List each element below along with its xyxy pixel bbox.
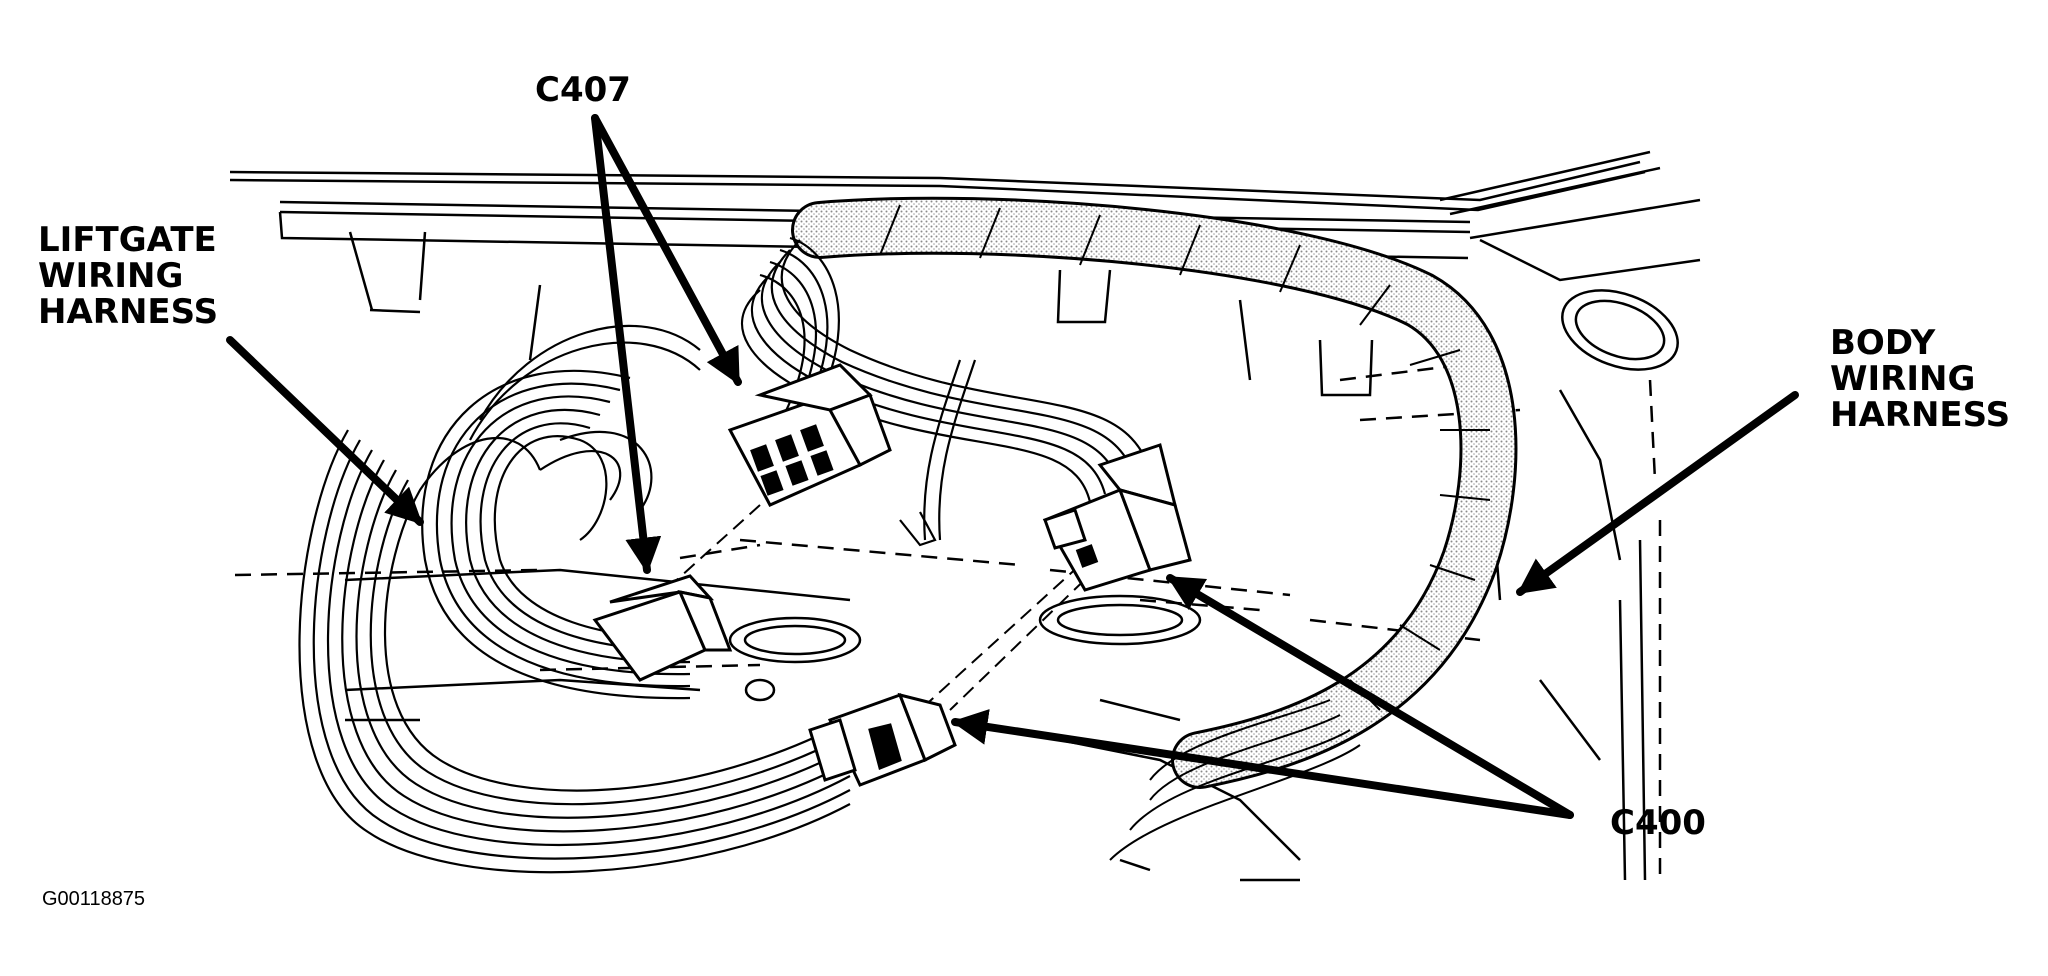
c407-connector-lower [592, 574, 733, 682]
figure-id: G00118875 [42, 888, 146, 910]
label-c407: C407 [535, 70, 631, 110]
body-wiring-harness [791, 196, 1518, 861]
label-liftgate-wiring-harness: LIFTGATE WIRING HARNESS [38, 220, 219, 332]
c400-arrow-lower [951, 709, 1574, 819]
label-c400: C400 [1610, 803, 1706, 843]
c407-connector-upper [727, 363, 892, 507]
callout-arrows [226, 114, 1799, 819]
c400-connector-upper [1042, 443, 1192, 592]
label-body-wiring-harness: BODY WIRING HARNESS [1830, 323, 2011, 435]
c407-arrow-upper [591, 114, 742, 386]
liftgate-arrow [226, 336, 424, 526]
c400-connector-lower [808, 692, 957, 787]
c400-arrow-upper [1166, 574, 1574, 819]
connector-leaders [659, 504, 1101, 711]
body-arrow [1516, 391, 1799, 596]
body-panel [229, 150, 1701, 882]
c407-arrow-lower [591, 114, 662, 574]
panel-holes [728, 289, 1679, 702]
liftgate-wiring-harness [298, 324, 851, 874]
branch-wires [741, 236, 1152, 547]
